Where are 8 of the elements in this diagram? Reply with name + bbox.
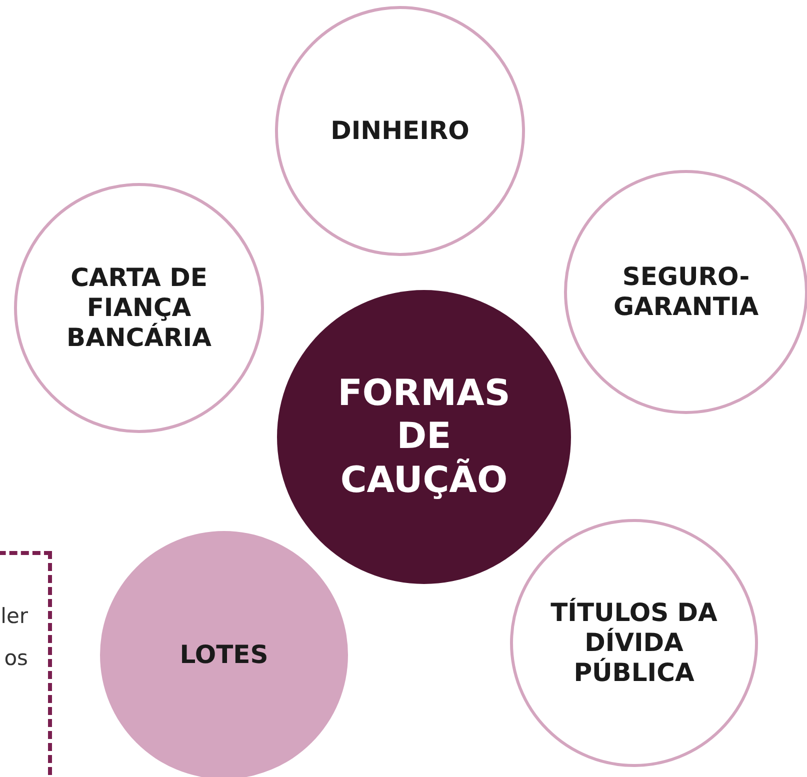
note-text: ler [0,603,28,630]
circle-label: SEGURO-GARANTIA [612,262,760,322]
circle-label: LOTES [180,640,268,670]
circle-label: FORMAS DE CAUÇÃO [336,372,512,502]
note-text: os [4,645,28,672]
circle-label: DINHEIRO [330,116,470,146]
circle-label: TÍTULOS DA DÍVIDA PÚBLICA [550,598,718,688]
circle-label: CARTA DE FIANÇA BANCÁRIA [66,263,212,353]
